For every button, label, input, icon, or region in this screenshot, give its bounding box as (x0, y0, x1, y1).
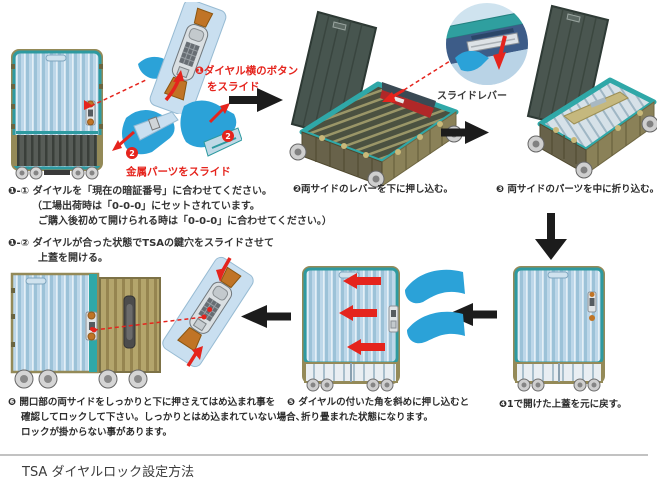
red-arrow (498, 35, 507, 57)
caption-line: ロックが掛からない事があります。 (21, 427, 173, 438)
wheels (306, 378, 394, 392)
slide-lever-label: スライドレバー (437, 91, 507, 102)
metal-part (147, 116, 161, 131)
rim-studs (553, 110, 643, 143)
page-title: TSA ダイヤルロック設定方法 (22, 465, 195, 480)
red-arrow (117, 130, 135, 148)
step2-caption: ❷両サイドのレバーを下に押し込む。 (293, 184, 454, 195)
edge-studs (11, 288, 15, 347)
tsa-lock-icon (85, 100, 96, 126)
note-line: ❶-② ダイヤルが合った状態でTSAの鍵穴をスライドさせて (8, 238, 275, 249)
note-line: 上蓋を開ける。 (38, 253, 108, 264)
svg-text:2: 2 (225, 132, 231, 141)
handle-slot (547, 271, 569, 279)
svg-text:2: 2 (129, 149, 135, 158)
arrow-left-icon (241, 305, 291, 328)
step-badge (126, 147, 138, 159)
note-line: ご購入後初めて開けられる時は「0-0-0」に合わせてください。） (38, 216, 332, 227)
lock-strip (162, 256, 254, 368)
step6-lock-callout-illustration (162, 256, 254, 368)
hand-icon (455, 50, 489, 72)
wheels (14, 369, 148, 389)
step5-push-corner-illustration (302, 266, 465, 392)
arrow-down-icon (535, 213, 567, 260)
wheels (517, 378, 601, 392)
label-line: をスライド (207, 81, 260, 93)
step5-caption: ❺ ダイヤルの付いた角を斜めに押し込むと 折り畳まれた状態になります。 (287, 395, 469, 425)
handle-slot (25, 277, 47, 285)
label-line: ❶ダイヤル横のボタン (195, 65, 299, 77)
step1-lock-callout-illustration (138, 2, 227, 114)
wheels (15, 166, 99, 180)
hand-icon (405, 269, 465, 304)
step6-folded-flat-illustration (10, 272, 161, 389)
step6-caption: ❻ 開口部の両サイドをしっかりと下に押さえてはめ込まれ事を 確認してロックして下… (8, 395, 305, 440)
tsa-lock-icon (587, 291, 597, 313)
step3-folded-sides-illustration (526, 4, 657, 179)
step1-slide-metal-label: 金属パーツをスライド (126, 166, 231, 178)
caption-line: 折り畳まれた状態になります。 (301, 412, 434, 423)
handle-slot (45, 54, 67, 62)
body (537, 77, 657, 175)
tsa-lock-icon (85, 311, 98, 341)
caption-line: 確認してロックして下さい。しっかりとはめ込まれていない場合、 (21, 412, 306, 423)
arrow-left-icon (447, 303, 497, 326)
footer-divider (0, 454, 648, 456)
wheels (527, 115, 657, 179)
arrow-right-icon (229, 88, 283, 112)
rim-studs (319, 121, 443, 158)
hand-icon (407, 311, 465, 344)
lid-panel (10, 272, 100, 374)
step1-suitcase-front-illustration (11, 49, 103, 180)
slide-lever-callout-illustration (446, 3, 528, 85)
step1-slide-button-label: ❶ダイヤル横のボタン をスライド (195, 63, 298, 95)
step3-caption: ❸ 両サイドのパーツを中に折り込む。 (496, 184, 657, 195)
tsa-lock-icon (388, 305, 399, 333)
caption-line: ❺ ダイヤルの付いた角を斜めに押し込むと (287, 397, 470, 408)
red-push-arrows (339, 273, 385, 355)
note-line: （工場出荷時は「0-0-0」にセットされています。 (32, 201, 260, 212)
step2-open-case-illustration (289, 10, 462, 188)
arrow-right-icon (441, 121, 489, 144)
step-badge (222, 130, 234, 142)
red-arrow (208, 106, 226, 124)
step1-notes: ❶-① ダイヤルを「現在の暗証番号」に合わせてください。 （工場出荷時は「0-0… (8, 184, 332, 266)
step4-caption: ❹1で開けた上蓋を元に戻す。 (499, 399, 627, 410)
step4-flattened-case-illustration (513, 266, 605, 392)
note-line: ❶-① ダイヤルを「現在の暗証番号」に合わせてください。 (8, 186, 272, 197)
step1-metal-parts-illustration: 2 2 (112, 100, 242, 159)
caption-line: ❻ 開口部の両サイドをしっかりと下に押さえてはめ込まれ事を (8, 397, 276, 408)
